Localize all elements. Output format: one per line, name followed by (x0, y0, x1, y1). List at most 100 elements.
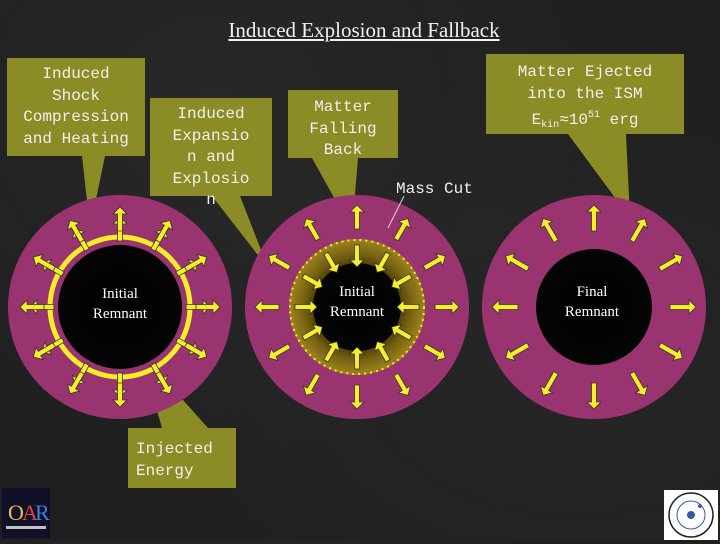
ejection-arrow (658, 342, 683, 362)
ejection-arrow-shape (586, 204, 602, 232)
expansion-arrow-outer (155, 219, 174, 243)
fallback-arrow (396, 299, 420, 315)
ejection-arrow-shape (422, 343, 446, 362)
expansion-arrow-outer (32, 342, 56, 361)
callout-shock-line: Shock (51, 86, 100, 105)
callout-expansion-line: n and (186, 148, 235, 166)
star-1-core (58, 245, 182, 369)
callout-shock (7, 58, 145, 228)
callout-ejected-text: Matter Ejected into the ISM Ekin≈1051 er… (486, 62, 684, 137)
remnant-label-line: Final (576, 284, 608, 300)
callout-expansion-line: n (206, 191, 216, 209)
fallback-arrow (391, 323, 413, 341)
callout-shock-bubble (7, 58, 145, 228)
fallback-arrow-shape (391, 273, 413, 291)
ejection-arrow-shape (422, 252, 446, 271)
fallback-arrow-shape (396, 299, 420, 315)
remnant-label-initial-2: Initial Remnant (307, 282, 407, 322)
remnant-label-final: Final Remnant (542, 282, 642, 322)
callout-ejected (486, 54, 684, 218)
ejection-arrow-shape (268, 343, 292, 362)
ejection-arrow-shape (505, 342, 530, 362)
fallback-arrow-shape (373, 251, 391, 273)
star-2-core (313, 263, 401, 351)
callout-expansion-line: Induced (177, 105, 245, 123)
ejection-arrow (349, 384, 365, 410)
callout-injected-line: Energy (136, 461, 194, 480)
callout-shock-text: Induced Shock Compression and Heating (7, 64, 145, 150)
ejection-arrow-shape (586, 382, 602, 410)
ejection-arrow (586, 382, 602, 410)
expansion-arrow-outer (19, 299, 45, 315)
remnant-label-line: Initial (339, 284, 375, 300)
callout-fallback-bubble (288, 90, 398, 230)
remnant-label-initial-1: Initial Remnant (70, 284, 170, 324)
expansion-arrow-outer-shape (19, 299, 45, 315)
callout-expansion-bubble (150, 98, 272, 268)
callout-fallback-text: Matter Falling Back (288, 97, 398, 162)
fallback-arrow-shape (323, 341, 341, 363)
fallback-arrow-shape (301, 273, 323, 291)
ejection-arrow (658, 252, 683, 272)
ejection-arrow (302, 218, 321, 242)
expansion-arrow-outer (112, 206, 128, 232)
fallback-arrow-shape (349, 244, 365, 268)
expansion-arrow-outer (112, 382, 128, 408)
ejection-arrow-shape (302, 218, 321, 242)
ejection-arrow-shape (629, 371, 649, 396)
callout-ejected-energy: Ekin≈1051 erg (486, 105, 684, 137)
ejection-arrow (539, 218, 559, 243)
ejection-arrow-shape (393, 372, 412, 396)
ejection-arrow-shape (349, 384, 365, 410)
ejection-arrow-shape (302, 372, 321, 396)
ejection-arrow (393, 218, 412, 242)
callout-fallback-line: Back (323, 141, 363, 159)
expansion-arrow-outer-shape (112, 382, 128, 408)
energy-base: ≈10 (559, 111, 588, 129)
ejection-arrow-shape (539, 218, 559, 243)
fallback-arrow (391, 273, 413, 291)
seal-logo (664, 490, 718, 540)
fallback-arrow (373, 251, 391, 273)
svg-text:A: A (22, 500, 38, 525)
fallback-arrow (323, 251, 341, 273)
svg-text:O: O (8, 500, 24, 525)
expansion-arrow-outer-shape (32, 253, 56, 272)
callout-shock-line: Induced (42, 65, 110, 83)
expansion-arrow-outer (184, 342, 208, 361)
ejection-arrow-shape (434, 299, 460, 315)
ejection-arrow (491, 299, 519, 315)
fallback-arrow-shape (294, 299, 318, 315)
ejection-arrow-shape (539, 371, 559, 396)
expansion-arrow-outer-shape (66, 219, 85, 243)
expansion-arrow-outer-shape (155, 371, 174, 395)
ejection-arrow (586, 204, 602, 232)
ejection-arrow (268, 343, 292, 362)
expansion-arrow-outer (184, 253, 208, 272)
fallback-arrow (373, 341, 391, 363)
mass-cut-label: Mass Cut (396, 180, 473, 198)
diagram-title: Induced Explosion and Fallback (228, 18, 500, 42)
ejection-arrow (422, 252, 446, 271)
ejection-arrow-shape (505, 252, 530, 272)
callout-ejected-line: into the ISM (527, 84, 643, 103)
energy-symbol: E (531, 111, 542, 129)
remnant-label-line: Remnant (92, 306, 148, 322)
mass-cut-circle (289, 239, 425, 375)
ejection-arrow-shape (658, 252, 683, 272)
expansion-arrow-outer-shape (155, 219, 174, 243)
callout-ejected-line: Matter Ejected (517, 63, 653, 81)
star-3 (482, 195, 706, 419)
callout-expansion (150, 98, 272, 268)
callout-injected-line: Injected (136, 440, 213, 458)
ejection-arrow (505, 252, 530, 272)
ejection-arrow-shape (629, 218, 649, 243)
ejection-arrow (349, 204, 365, 230)
ejection-arrow (629, 218, 649, 243)
fallback-arrow-shape (373, 341, 391, 363)
ejection-arrow-shape (393, 218, 412, 242)
callout-ejected-bubble (486, 54, 684, 218)
callout-expansion-line: Explosio (172, 169, 250, 188)
